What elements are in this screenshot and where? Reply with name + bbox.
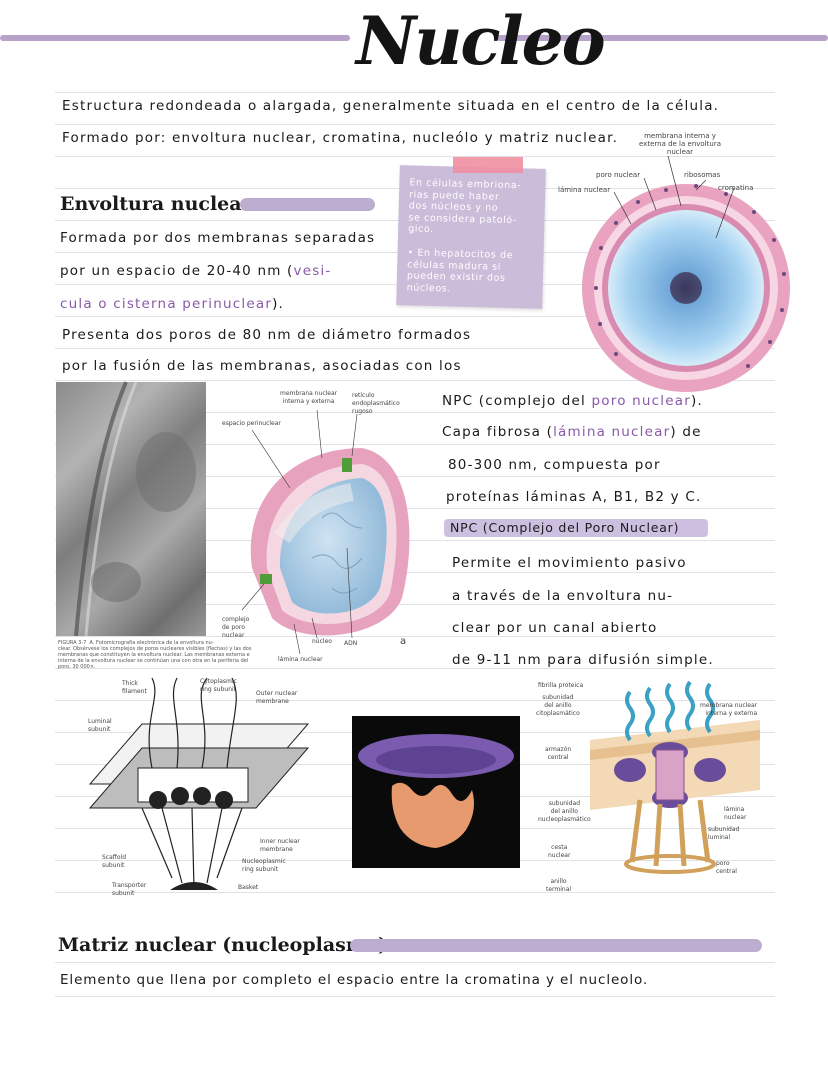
fig4-label-outer: Outer nuclear membrane <box>256 690 298 705</box>
envoltura-line-1: Formada por dos membranas separadas <box>60 230 376 246</box>
npc-line-6: Permite el movimiento pasivo <box>452 555 687 571</box>
fig4-label-luminal: Luminal subunit <box>88 718 112 733</box>
npc-line-5: NPC (Complejo del Poro Nuclear) <box>450 520 680 535</box>
fig4-label-nucleoplasmic: Nucleoplasmic ring subunit <box>242 858 286 873</box>
sticky-note-text-2: • En hepatocitos de células madura si pu… <box>406 247 514 294</box>
intro-line-1: Estructura redondeada o alargada, genera… <box>62 98 720 114</box>
sticky-note-text-1: En células embriona- rias puede haber do… <box>408 177 522 236</box>
electron-micrograph <box>56 381 206 637</box>
envoltura-line-5: por la fusión de las membranas, asociada… <box>62 358 462 374</box>
envoltura-heading: Envoltura nuclear <box>60 193 252 215</box>
fig5-label-poro: poro central <box>716 860 737 875</box>
fig4-label-basket: Basket <box>238 884 259 891</box>
fig5-label-laminanuc: lámina nuclear <box>724 806 747 821</box>
fig5-label-fibrilla: fibrilla proteica <box>538 682 584 689</box>
fig1-label-poro: poro nuclear <box>596 171 641 179</box>
npc-line-7: a través de la envoltura nu- <box>452 588 674 604</box>
fig3-label-nucleo: núcleo <box>312 638 332 645</box>
intro-line-2: Formado por: envoltura nuclear, cromatin… <box>62 130 619 146</box>
fig5-label-armazon: armazón central <box>545 746 572 761</box>
fig5-label-luminal: subunidad luminal <box>708 826 740 841</box>
fig3-label-reticulo: retículo endoplasmático rugoso <box>352 392 400 415</box>
fig5-label-subcito: subunidad del anillo citoplasmático <box>536 694 580 717</box>
fig4-label-scaffold: Scaffold subunit <box>102 854 127 869</box>
title-bar-right <box>497 35 828 41</box>
npc-line-drawing-svg <box>88 677 310 890</box>
matriz-heading-bar <box>350 939 762 952</box>
nucleus-envelope-illustration <box>582 155 790 392</box>
sticky-note: En células embriona- rias puede haber do… <box>396 165 546 309</box>
fig3-label-membrana: membrana nuclear interna y externa <box>280 390 338 405</box>
title-bar-left <box>0 35 350 41</box>
fig1-label-cromatina: cromatina <box>718 184 754 192</box>
fig3-label-adn: ADN <box>344 640 358 647</box>
npc-highlight <box>444 519 708 537</box>
npc-line-4: proteínas láminas A, B1, B2 y C. <box>446 489 702 505</box>
npc-line-1: NPC (complejo del poro nuclear). <box>442 393 703 409</box>
fig4-label-cyto: Cytoplasmic ring subunit <box>200 678 237 693</box>
fig1-label-membrana: membrana interna y externa de la envoltu… <box>639 132 721 156</box>
envoltura-line-3: cula o cisterna perinuclear). <box>60 296 285 312</box>
fig1-label-ribosomas: ribosomas <box>684 171 721 179</box>
pore-complex-figure: membrana nuclear interna y externa retíc… <box>212 388 422 668</box>
npc-line-3: 80-300 nm, compuesta por <box>448 457 661 473</box>
fig3-label-complejo: complejo de poro nuclear <box>222 616 250 639</box>
fig1-label-lamina: lámina nuclear <box>558 186 611 194</box>
fig5-label-membrana: membrana nuclear interna y externa <box>700 702 758 717</box>
fig4-label-inner: Inner nuclear membrane <box>260 838 300 853</box>
fig5-label-cesta: cesta nuclear <box>548 844 571 859</box>
page-title: Nucleo <box>356 2 606 80</box>
envoltura-line-2: por un espacio de 20-40 nm (vesi- <box>60 263 332 279</box>
npc-line-8: clear por un canal abierto <box>452 620 658 636</box>
npc-color-model-svg <box>590 680 760 874</box>
npc-3d-reconstruction <box>352 716 520 868</box>
fig4-label-transporter: Transporter subunit <box>112 882 147 897</box>
fig5-label-anillo: anillo terminal <box>546 878 572 893</box>
fig3-panel-letter: a <box>400 636 407 647</box>
matriz-heading: Matriz nuclear (nucleoplasma) <box>58 934 388 956</box>
fig3-label-espacio: espacio perinuclear <box>222 420 281 427</box>
envoltura-line-4: Presenta dos poros de 80 nm de diámetro … <box>62 327 472 343</box>
npc-line-2: Capa fibrosa (lámina nuclear) de <box>442 424 702 440</box>
npc-line-9: de 9-11 nm para difusión simple. <box>452 652 714 668</box>
matriz-line: Elemento que llena por completo el espac… <box>60 972 649 988</box>
npc-line-drawing: Thick filament Cytoplasmic ring subunit … <box>82 677 318 900</box>
fig4-label-thick: Thick filament <box>122 680 147 695</box>
npc-color-model <box>550 680 770 880</box>
envoltura-heading-bar <box>240 198 375 211</box>
fig3-label-lamina: lámina nuclear <box>278 656 323 663</box>
pore-complex-illustration <box>241 409 410 655</box>
micrograph-caption: FIGURA 3-7 A. Fotomicrografía electrónic… <box>58 640 252 670</box>
fig5-label-subnucleo: subunidad del anillo nucleoplasmático <box>538 800 591 823</box>
sticky-tape <box>453 157 523 173</box>
nucleus-envelope-figure: membrana interna y externa de la envoltu… <box>556 128 790 392</box>
